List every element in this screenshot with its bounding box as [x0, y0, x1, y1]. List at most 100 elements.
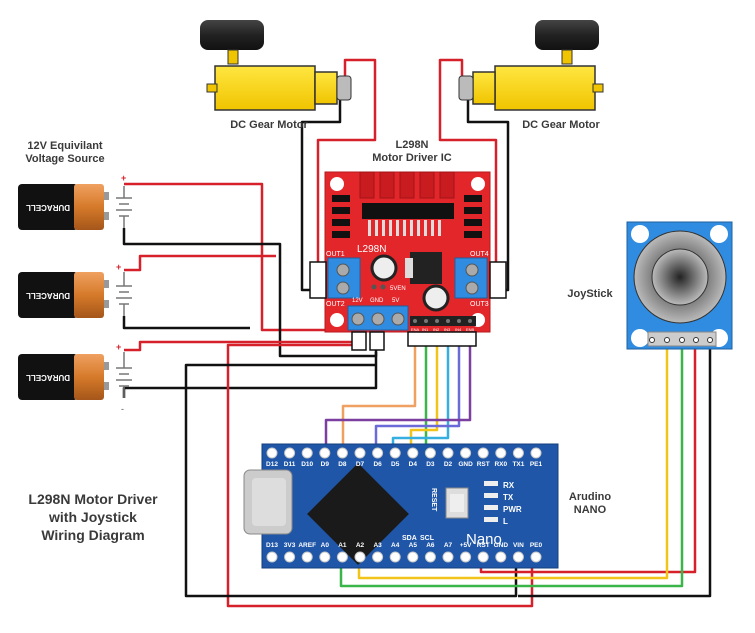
motor-left-label: DC Gear Motor: [230, 119, 308, 131]
arduino-label-line-2: NANO: [573, 504, 607, 516]
bottom-pin-hole: [442, 551, 454, 563]
bottom-pin-hole: [477, 551, 489, 563]
bottom-pin-label: A3: [373, 542, 382, 549]
top-pin-hole: [477, 447, 489, 459]
bottom-pin-hole: [266, 551, 278, 563]
terminal-label-out3: OUT3: [470, 301, 489, 308]
diagram-title-line-2: with Joystick: [49, 509, 137, 525]
bottom-pin-label: 3V3: [284, 542, 296, 549]
jumper-label: 5VEN: [390, 286, 406, 292]
diagram-title-line-3: Wiring Diagram: [41, 527, 145, 543]
dc-gear-motor-right: [458, 20, 604, 111]
bottom-pin-label: AREF: [298, 542, 316, 549]
bottom-pin-hole: [319, 551, 331, 563]
top-pin-label: D6: [373, 461, 382, 468]
top-pin-label: TX1: [512, 461, 524, 468]
top-pin-hole: [301, 447, 313, 459]
led-label-l: L: [503, 517, 508, 526]
bottom-pin-hole: [530, 551, 542, 563]
top-pin-label: RX0: [494, 461, 507, 468]
top-pin-label: D4: [409, 461, 418, 468]
top-pin-hole: [336, 447, 348, 459]
dc-gear-motor-left: [200, 20, 352, 111]
battery-plus: +: [121, 173, 126, 183]
top-pin-hole: [495, 447, 507, 459]
driver-label-line-1: L298N: [395, 139, 429, 151]
nano-board-label: Nano: [466, 531, 502, 548]
pin-label-in4: IN4: [455, 327, 462, 332]
power-source-label: 12V Equivilant Voltage Source: [10, 140, 120, 166]
top-pin-label: RST: [477, 461, 490, 468]
led-label-pwr: PWR: [503, 505, 522, 514]
top-pin-label: D11: [284, 461, 296, 468]
battery-brand: DURACELL: [26, 203, 70, 212]
driver-label-line-2: Motor Driver IC: [372, 152, 452, 164]
led-label-tx: TX: [503, 493, 514, 502]
bottom-pin-hole: [284, 551, 296, 563]
top-pin-label: D5: [391, 461, 400, 468]
bottom-pin-label: A1: [338, 542, 347, 549]
bottom-pin-label: GND: [494, 542, 509, 549]
pin-label-enb: ENB: [466, 327, 475, 332]
top-pin-hole: [460, 447, 472, 459]
bottom-pin-hole: [301, 551, 313, 563]
bottom-pin-hole: [495, 551, 507, 563]
top-pin-hole: [407, 447, 419, 459]
bottom-pin-hole: [354, 551, 366, 563]
pin-label-ena: ENA: [411, 327, 420, 332]
bottom-pin-label: D13: [266, 542, 278, 549]
wire-left-motor-black: [300, 100, 342, 292]
wire-battery3-positive: [124, 340, 358, 352]
battery-minus: -: [121, 404, 124, 414]
bottom-pin-label: A2: [356, 542, 365, 549]
top-pin-hole: [266, 447, 278, 459]
bottom-pin-label: A5: [409, 542, 418, 549]
wire-12v-to-vin: [226, 343, 534, 608]
bottom-pin-hole: [460, 551, 472, 563]
bottom-pin-label: PE0: [530, 542, 543, 549]
top-pin-hole: [424, 447, 436, 459]
bottom-pin-hole: [424, 551, 436, 563]
top-pin-label: GND: [458, 461, 473, 468]
wheel-left-icon: [200, 20, 264, 50]
arduino-label: Arudino NANO: [560, 491, 620, 517]
top-pin-label: D3: [426, 461, 435, 468]
bottom-pin-label: +5V: [460, 542, 472, 549]
wire-battery3-negative: [122, 352, 378, 398]
top-pin-hole: [319, 447, 331, 459]
terminal-label-out4: OUT4: [470, 251, 489, 258]
top-pin-hole: [284, 447, 296, 459]
battery-plus: +: [116, 262, 121, 272]
joystick-module: [626, 221, 733, 350]
top-pin-label: D7: [356, 461, 365, 468]
wire-joystick-gnd: [518, 342, 712, 598]
power-source-label-line-2: Voltage Source: [25, 153, 105, 165]
bottom-pin-hole: [389, 551, 401, 563]
bottom-pin-label: A4: [391, 542, 400, 549]
wire-gnd-loop: [184, 363, 518, 598]
wire-in2-d5: [409, 342, 439, 452]
bottom-pin-hole: [512, 551, 524, 563]
top-pin-label: D10: [301, 461, 313, 468]
top-pin-label: D8: [338, 461, 347, 468]
power-source-label-line-1: 12V Equivilant: [27, 140, 103, 152]
pin-label-in3: IN3: [444, 327, 451, 332]
terminal-label-gnd: GND: [370, 298, 384, 304]
wire-enb-d10: [324, 342, 472, 452]
bottom-pin-label: RST: [477, 542, 490, 549]
wheel-right-icon: [535, 20, 599, 50]
bottom-pin-hole: [372, 551, 384, 563]
top-pin-hole: [354, 447, 366, 459]
wire-ena-d9: [341, 342, 417, 452]
battery-3: DURACELL + -: [18, 342, 132, 414]
driver-label: L298N Motor Driver IC: [357, 139, 467, 165]
wire-battery2-positive: [124, 254, 276, 272]
reset-label: RESET: [430, 488, 437, 512]
i2c-label-sda: SDA: [402, 535, 417, 542]
top-pin-hole: [372, 447, 384, 459]
terminal-label-5v: 5V: [392, 298, 399, 304]
top-pin-label: D2: [444, 461, 453, 468]
bottom-pin-label: A0: [321, 542, 330, 549]
